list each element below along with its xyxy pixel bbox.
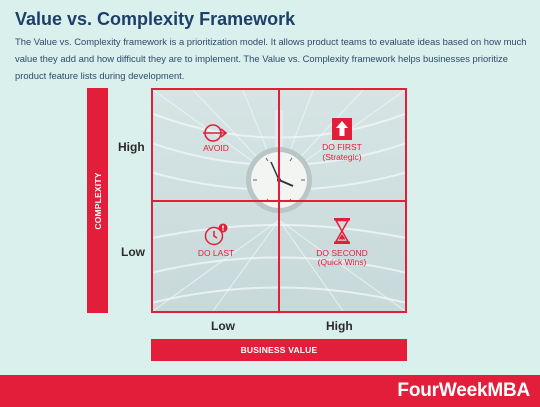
page-title: Value vs. Complexity Framework — [15, 9, 296, 29]
quadrant-do-first-label: DO FIRST — [322, 142, 362, 152]
y-axis-low-label: Low — [121, 245, 145, 259]
loop-arrow-icon — [203, 124, 228, 142]
quadrant-avoid: AVOID — [153, 90, 279, 201]
brand-logo: FourWeekMBA — [397, 380, 530, 401]
up-arrow-icon — [332, 118, 352, 140]
clock-alert-icon — [204, 223, 228, 245]
y-axis-label: COMPLEXITY — [92, 171, 103, 230]
quadrant-do-first-sublabel: (Strategic) — [322, 151, 362, 162]
quadrant-do-second-label: DO SECOND — [316, 247, 368, 258]
y-axis-bar: COMPLEXITY — [87, 88, 108, 313]
horizontal-divider — [153, 199, 405, 202]
quadrant-do-second-sublabel: (Quick Wins) — [317, 257, 367, 267]
value-complexity-matrix: AVOID DO FIRST (Strategic) DO LAST DO SE… — [151, 88, 407, 313]
y-axis-high-label: High — [118, 140, 145, 154]
quadrant-do-last: DO LAST — [153, 201, 279, 312]
x-axis-bar: BUSINESS VALUE — [151, 339, 407, 361]
description: The Value vs. Complexity framework is a … — [15, 36, 527, 81]
footer-bar: FourWeekMBA — [0, 375, 540, 407]
quadrant-do-last-label: DO LAST — [197, 247, 235, 258]
x-axis-high-label: High — [326, 319, 353, 333]
x-axis-low-label: Low — [211, 319, 235, 333]
quadrant-do-first: DO FIRST (Strategic) — [279, 90, 405, 201]
x-axis-label: BUSINESS VALUE — [240, 345, 318, 355]
quadrant-avoid-label: AVOID — [203, 143, 229, 153]
hourglass-icon — [334, 217, 350, 244]
quadrant-do-second: DO SECOND (Quick Wins) — [279, 201, 405, 312]
